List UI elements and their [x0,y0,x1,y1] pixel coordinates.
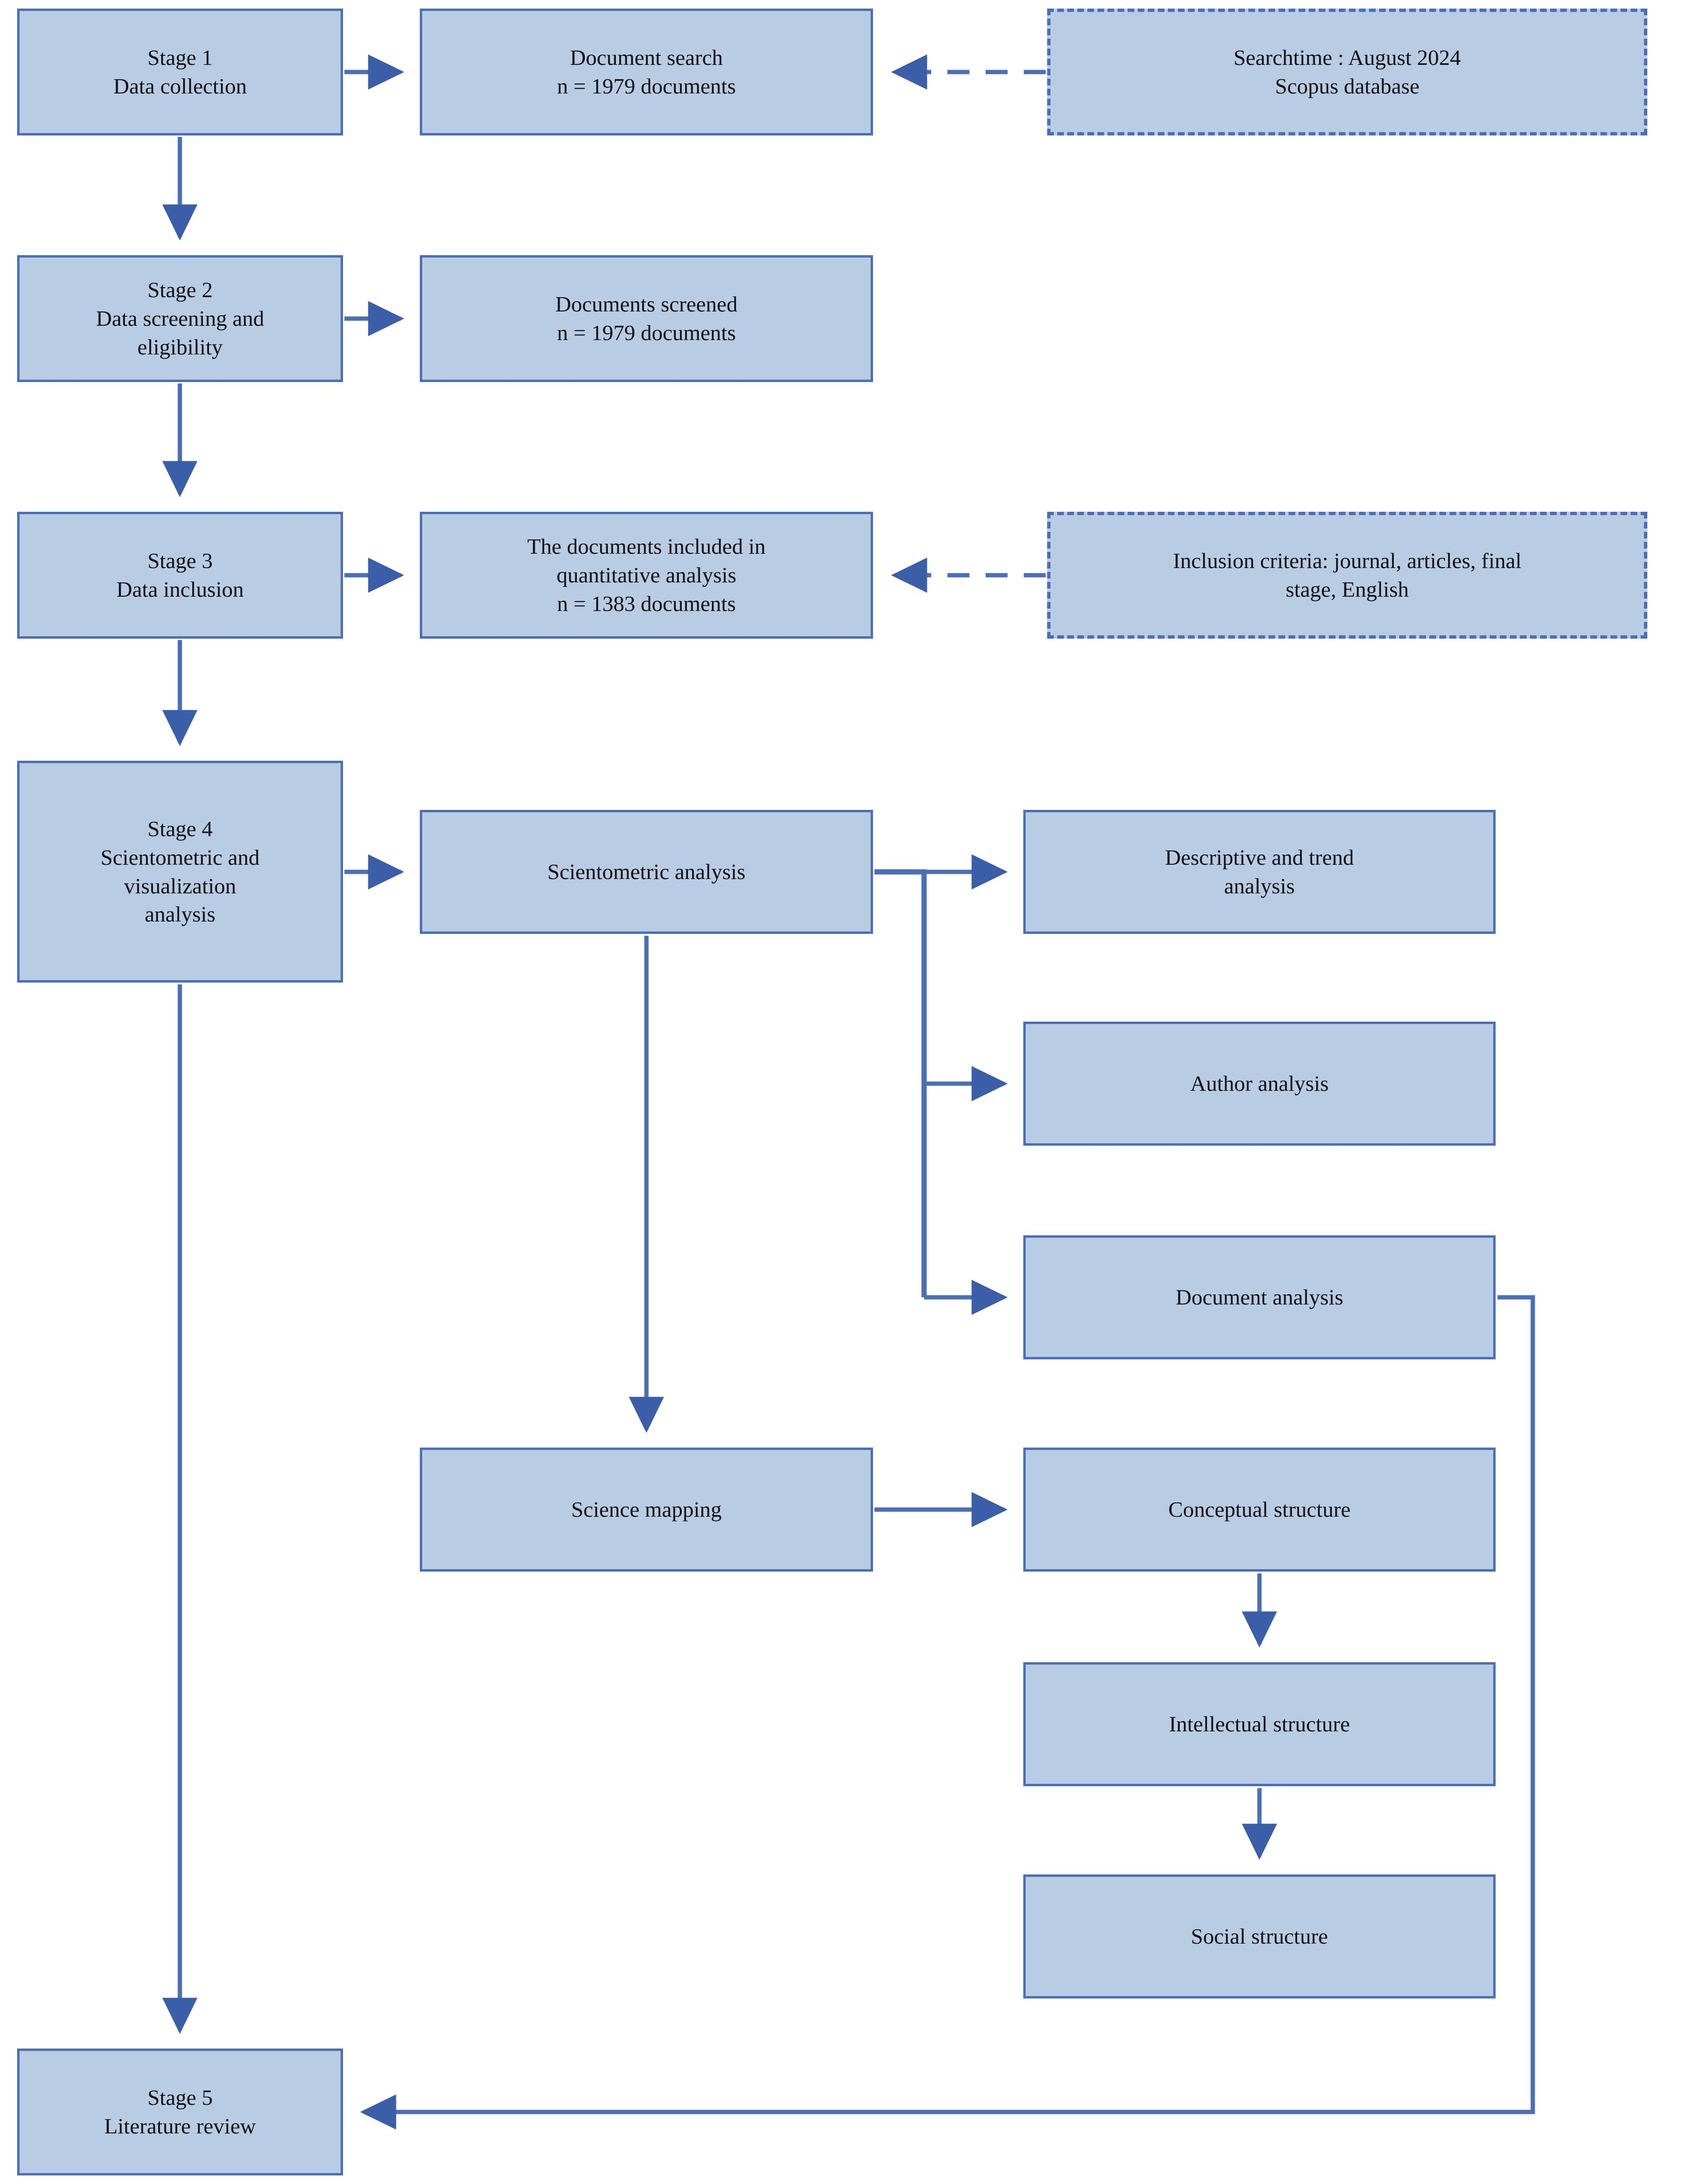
node-document-analysis-label: Document analysis [1175,1285,1343,1310]
node-science-mapping-label: Science mapping [571,1497,722,1522]
node-descriptive-trend-analysis-label: Descriptive and trend analysis [1165,845,1354,898]
edge-sciento-trunk [874,869,927,1297]
node-searchtime-label: Searchtime : August 2024 Scopus database [1233,45,1461,98]
node-intellectual-structure[interactable]: Intellectual structure [1023,1662,1496,1786]
node-intellectual-structure-label: Intellectual structure [1169,1712,1350,1737]
node-stage1-label: Stage 1 Data collection [113,45,247,98]
node-stage2[interactable]: Stage 2 Data screening and eligibility [17,255,343,382]
node-inclusion-criteria[interactable]: Inclusion criteria: journal, articles, f… [1047,512,1647,639]
node-stage2-label: Stage 2 Data screening and eligibility [96,278,264,359]
node-document-analysis[interactable]: Document analysis [1023,1235,1496,1359]
node-documents-included[interactable]: The documents included in quantitative a… [420,512,873,639]
node-document-search-label: Document search n = 1979 documents [557,45,736,98]
node-scientometric-analysis[interactable]: Scientometric analysis [420,810,873,934]
node-stage5-label: Stage 5 Literature review [104,2085,256,2138]
node-documents-screened-label: Documents screened n = 1979 documents [555,292,738,345]
node-stage3[interactable]: Stage 3 Data inclusion [17,512,343,639]
node-stage4[interactable]: Stage 4 Scientometric and visualization … [17,761,343,983]
node-documents-screened[interactable]: Documents screened n = 1979 documents [420,255,873,382]
node-conceptual-structure-label: Conceptual structure [1168,1497,1351,1522]
node-inclusion-criteria-label: Inclusion criteria: journal, articles, f… [1173,549,1522,601]
edge-document-stage5 [360,1295,1535,2130]
node-stage4-label: Stage 4 Scientometric and visualization … [100,816,260,927]
node-author-analysis[interactable]: Author analysis [1023,1022,1496,1146]
node-documents-included-label: The documents included in quantitative a… [527,534,766,616]
node-conceptual-structure[interactable]: Conceptual structure [1023,1448,1496,1572]
node-social-structure-label: Social structure [1191,1924,1328,1949]
node-stage1[interactable]: Stage 1 Data collection [17,9,343,135]
node-stage5[interactable]: Stage 5 Literature review [17,2049,343,2175]
node-author-analysis-label: Author analysis [1190,1071,1329,1096]
node-science-mapping[interactable]: Science mapping [420,1448,873,1572]
node-descriptive-trend-analysis[interactable]: Descriptive and trend analysis [1023,810,1496,934]
node-document-search[interactable]: Document search n = 1979 documents [420,9,873,135]
node-scientometric-analysis-label: Scientometric analysis [547,859,746,884]
node-social-structure[interactable]: Social structure [1023,1874,1496,1998]
node-stage3-label: Stage 3 Data inclusion [116,549,244,601]
node-searchtime[interactable]: Searchtime : August 2024 Scopus database [1047,9,1647,135]
